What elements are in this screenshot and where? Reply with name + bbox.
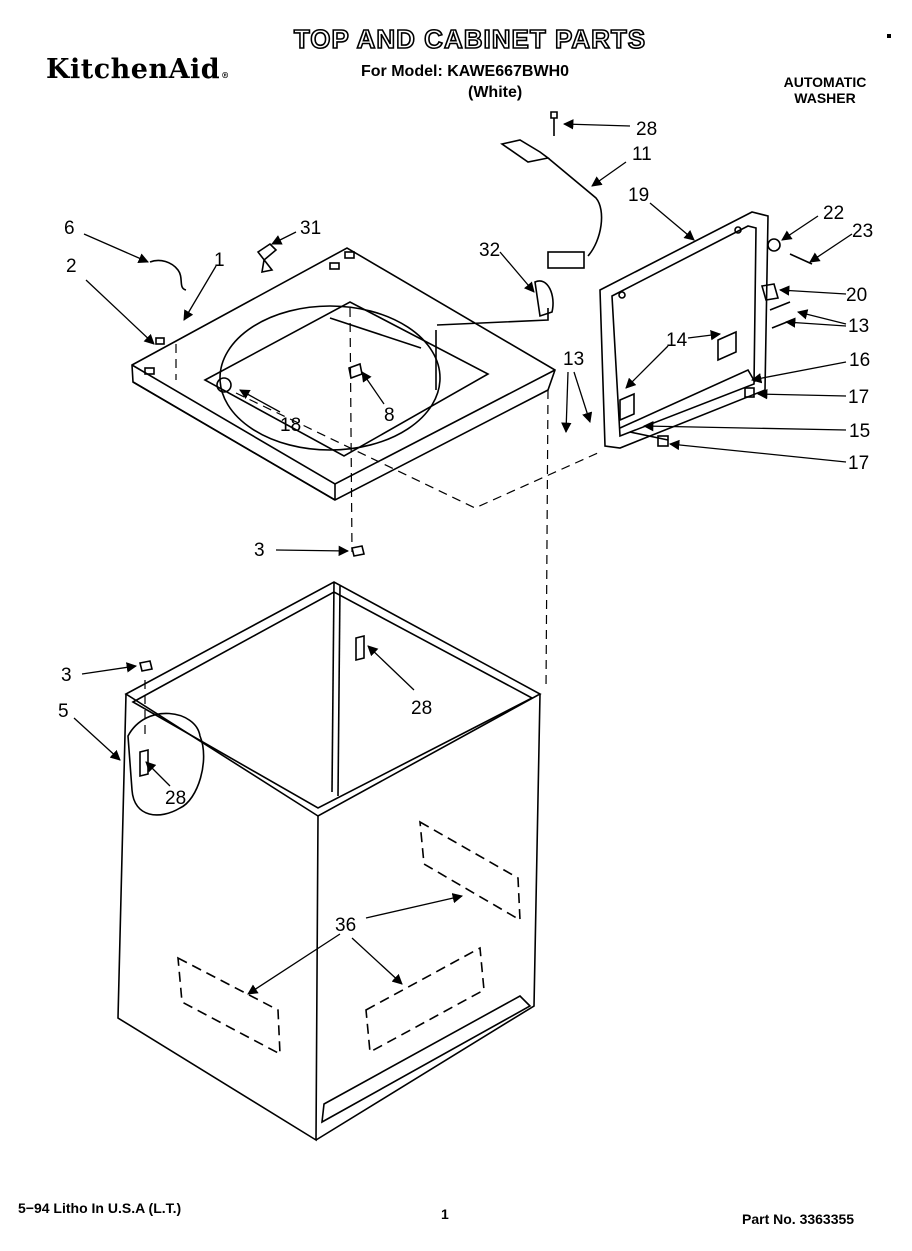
wire-clip: [149, 259, 187, 291]
cabinet-screw-28b: [355, 634, 365, 662]
callout-36: 36: [335, 915, 356, 936]
callout-31: 31: [300, 218, 321, 239]
lid-bumper-17a: [744, 387, 755, 398]
hinge-bracket: [256, 242, 278, 274]
callout-1: 1: [214, 250, 225, 271]
callout-3-upper: 3: [254, 540, 265, 561]
lid-bracket-14b: [619, 392, 635, 422]
lid-hinge-rod-lower: [629, 431, 669, 441]
callout-28-top: 28: [636, 119, 657, 140]
lid-bumper-17b: [657, 435, 669, 447]
callout-22: 22: [823, 203, 844, 224]
cabinet-clip-3b: [139, 660, 153, 672]
lid-clip-20: [760, 283, 780, 301]
model-line: For Model: KAWE667BWH0: [361, 63, 570, 80]
washer-cabinet: [117, 581, 542, 1142]
cabinet-screw-28c: [139, 748, 149, 778]
product-type-line-2: WASHER: [794, 90, 856, 106]
cabinet-clip-3a: [351, 545, 365, 557]
lid-bracket-14: [717, 330, 737, 362]
callout-13-left: 13: [563, 349, 584, 370]
callout-11: 11: [632, 144, 652, 165]
callout-28-side: 28: [165, 788, 186, 809]
product-type-line-1: AUTOMATIC: [783, 74, 867, 90]
callout-6: 6: [64, 218, 75, 239]
part-number: Part No. 3363355: [742, 1211, 855, 1227]
page-title: TOP AND CABINET PARTS: [293, 23, 647, 55]
page-number: 1: [441, 1206, 449, 1222]
callout-19: 19: [628, 185, 649, 206]
color-line: (White): [468, 84, 523, 101]
callout-23: 23: [852, 221, 873, 242]
brand-name: KitchenAid: [46, 54, 221, 85]
callout-28-cabinet: 28: [411, 698, 432, 719]
screw-28-top: [550, 111, 558, 136]
callout-15: 15: [849, 421, 870, 442]
callout-18: 18: [280, 415, 301, 436]
margin-mark: [887, 34, 891, 38]
callout-5: 5: [58, 701, 69, 722]
product-type: AUTOMATIC WASHER: [770, 74, 880, 106]
callout-17-lower: 17: [848, 453, 869, 474]
lid-screw-23: [789, 253, 813, 265]
callout-20: 20: [846, 285, 867, 306]
brand-logo: KitchenAid®: [46, 54, 230, 85]
callout-32: 32: [479, 240, 500, 261]
callout-2: 2: [66, 256, 77, 277]
callout-3-lower: 3: [61, 665, 72, 686]
cabinet-pads: [177, 820, 521, 1056]
callout-17-upper: 17: [848, 387, 869, 408]
lid-hinge-rod: [619, 368, 756, 429]
callout-16: 16: [849, 350, 870, 371]
callout-14: 14: [666, 330, 688, 351]
lid-screw-13: [769, 301, 793, 329]
callout-8: 8: [384, 405, 395, 426]
lid-switch-harness: [500, 139, 603, 318]
callout-13-right: 13: [848, 316, 869, 337]
print-info: 5−94 Litho In U.S.A (L.T.): [18, 1200, 182, 1216]
washer-top-panel: [131, 247, 556, 501]
lid-washer-22: [767, 238, 781, 252]
